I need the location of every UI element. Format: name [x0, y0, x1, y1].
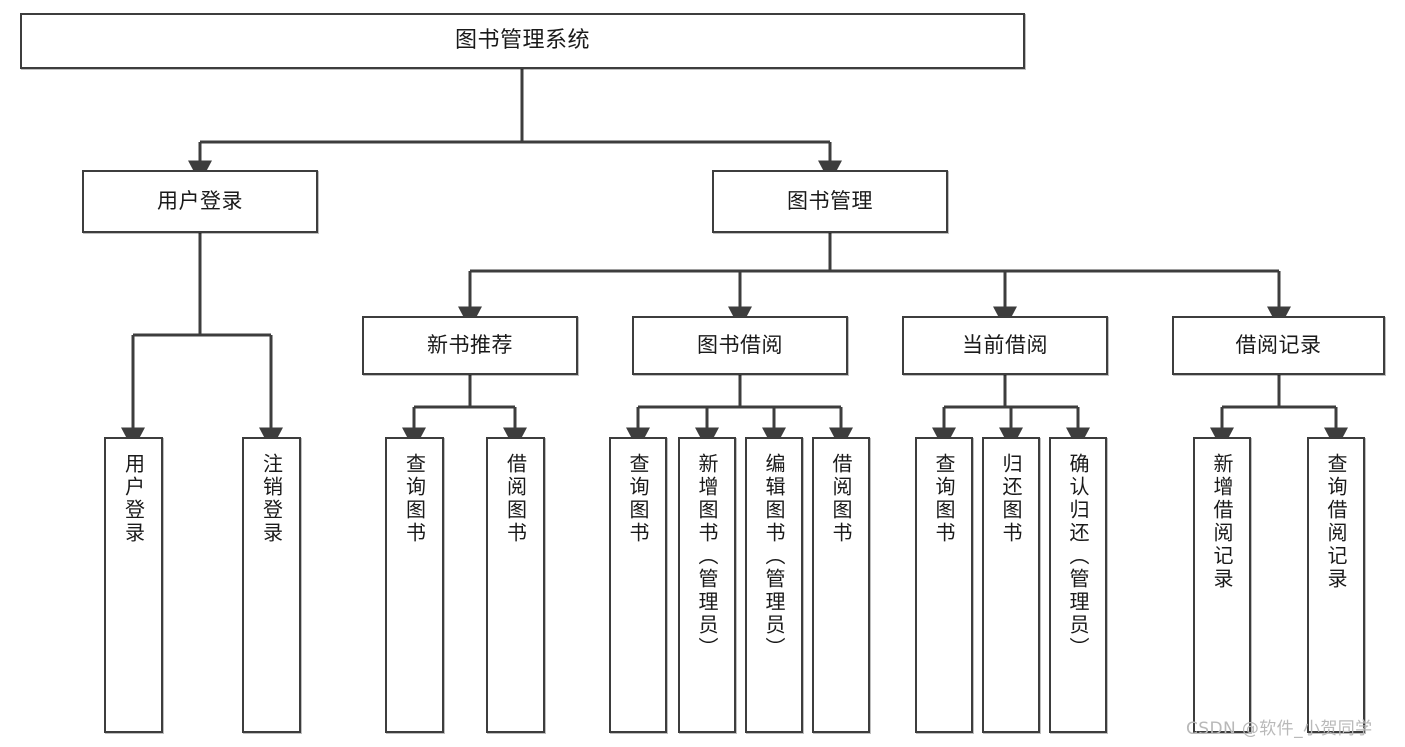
- node-book-manage-label: 图书管理: [787, 189, 873, 214]
- node-user-login-label: 用户登录: [157, 189, 243, 214]
- node-root-label: 图书管理系统: [454, 28, 590, 54]
- leaf-edit-book-admin-label: 编辑图书（管理员）: [762, 453, 786, 660]
- leaf-confirm-return-admin[interactable]: 确认归还（管理员）: [1049, 437, 1107, 733]
- leaf-query-book-borrow-label: 查询图书: [626, 453, 650, 545]
- leaf-query-book-current-label: 查询图书: [932, 453, 956, 545]
- leaf-query-borrow-record-label: 查询借阅记录: [1324, 453, 1348, 591]
- node-current-borrow-label: 当前借阅: [962, 333, 1048, 358]
- leaf-query-book-recommend[interactable]: 查询图书: [385, 437, 444, 733]
- leaf-add-borrow-record[interactable]: 新增借阅记录: [1193, 437, 1251, 733]
- node-book-borrow[interactable]: 图书借阅: [632, 316, 848, 375]
- leaf-user-login-label: 用户登录: [121, 453, 146, 545]
- leaf-confirm-return-admin-label: 确认归还（管理员）: [1066, 453, 1090, 660]
- node-book-manage[interactable]: 图书管理: [712, 170, 948, 233]
- leaf-query-book-recommend-label: 查询图书: [402, 453, 427, 545]
- leaf-borrow-book[interactable]: 借阅图书: [812, 437, 870, 733]
- leaf-add-book-admin[interactable]: 新增图书（管理员）: [678, 437, 736, 733]
- node-book-borrow-label: 图书借阅: [697, 333, 783, 358]
- leaf-add-borrow-record-label: 新增借阅记录: [1210, 453, 1234, 591]
- watermark: CSDN @软件_小贺同学: [1186, 719, 1373, 739]
- node-borrow-record-label: 借阅记录: [1235, 333, 1322, 358]
- node-root[interactable]: 图书管理系统: [20, 13, 1025, 69]
- leaf-borrow-book-label: 借阅图书: [829, 453, 853, 545]
- leaf-user-login[interactable]: 用户登录: [104, 437, 163, 733]
- leaf-query-borrow-record[interactable]: 查询借阅记录: [1307, 437, 1365, 733]
- leaf-borrow-book-recommend-label: 借阅图书: [503, 453, 528, 545]
- leaf-return-book-label: 归还图书: [999, 453, 1023, 545]
- leaf-logout-label: 注销登录: [259, 453, 284, 545]
- node-new-book-recommend[interactable]: 新书推荐: [362, 316, 578, 375]
- leaf-add-book-admin-label: 新增图书（管理员）: [695, 453, 719, 660]
- node-new-book-recommend-label: 新书推荐: [427, 333, 513, 358]
- node-user-login[interactable]: 用户登录: [82, 170, 318, 233]
- leaf-edit-book-admin[interactable]: 编辑图书（管理员）: [745, 437, 803, 733]
- leaf-query-book-borrow[interactable]: 查询图书: [609, 437, 667, 733]
- leaf-return-book[interactable]: 归还图书: [982, 437, 1040, 733]
- node-current-borrow[interactable]: 当前借阅: [902, 316, 1108, 375]
- leaf-query-book-current[interactable]: 查询图书: [915, 437, 973, 733]
- leaf-logout[interactable]: 注销登录: [242, 437, 301, 733]
- node-borrow-record[interactable]: 借阅记录: [1172, 316, 1385, 375]
- leaf-borrow-book-recommend[interactable]: 借阅图书: [486, 437, 545, 733]
